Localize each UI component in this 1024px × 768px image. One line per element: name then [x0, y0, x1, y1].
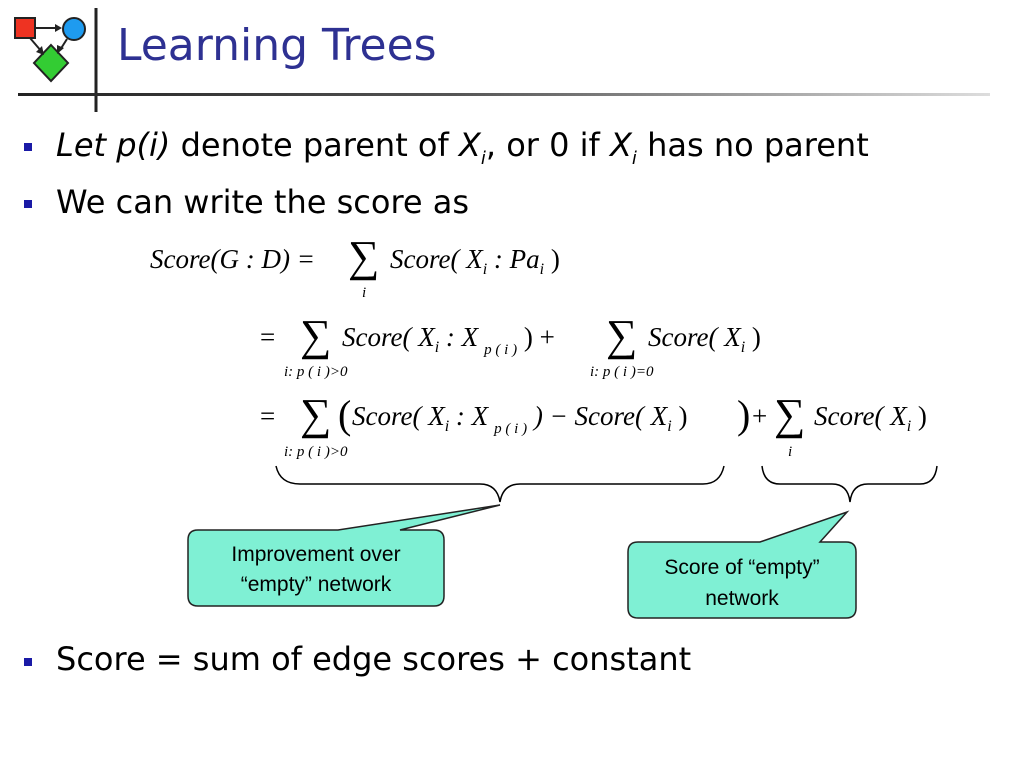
sum-condition: i: p ( i )>0 [284, 444, 348, 460]
sum-condition: i: p ( i )>0 [284, 364, 348, 380]
sum-symbol: ∑ [774, 390, 805, 439]
sum-index: i [362, 285, 366, 301]
slide-title: Learning Trees [117, 20, 437, 71]
sum-symbol: ∑ [606, 311, 637, 360]
bullet-marker [24, 143, 32, 151]
eq-line1-rhs: Score( Xi : Pai ) [390, 244, 560, 278]
eq-line2-term2: Score( Xi ) [648, 322, 761, 356]
eq-line1-lhs: Score(G : D) = [150, 244, 315, 274]
callout-text: “empty” network [241, 573, 392, 596]
bullet-parent-definition: Let p(i) denote parent of Xi, or 0 if Xi… [56, 126, 869, 168]
bullet-text: denote parent of [170, 126, 459, 164]
callout-empty-network: Score of “empty” network [627, 510, 857, 619]
eq-equals: = [260, 322, 275, 352]
bullet-text: has no parent [636, 126, 869, 164]
callout-text: network [705, 587, 779, 610]
bullet-score-summary: Score = sum of edge scores + constant [56, 640, 692, 678]
sum-index: i [788, 444, 792, 460]
underbrace-left [275, 465, 725, 503]
bullet-score-intro: We can write the score as [56, 183, 470, 221]
bullet-text: X [458, 126, 481, 164]
sum-symbol: ∑ [300, 311, 331, 360]
bullet-text: Let p(i) [56, 126, 171, 164]
subscript: i [480, 148, 486, 169]
eq-line3-term2: Score( Xi ) [814, 401, 927, 435]
sum-symbol: ∑ [348, 232, 379, 281]
callout-improvement: Improvement over “empty” network [187, 504, 501, 607]
logo-blue-circle-icon [62, 17, 86, 41]
big-paren-open: ( [338, 392, 351, 437]
callout-text: Improvement over [231, 543, 400, 566]
big-paren-close: ) [737, 392, 750, 437]
sum-condition: i: p ( i )=0 [590, 364, 654, 380]
bullet-text: X [609, 126, 632, 164]
underbrace-right [761, 465, 938, 503]
subscript: i [631, 148, 637, 169]
bullet-marker [24, 658, 32, 666]
eq-equals: = [260, 401, 275, 431]
slide-logo [14, 8, 98, 112]
sum-symbol: ∑ [300, 390, 331, 439]
callout-text: Score of “empty” [664, 556, 819, 579]
bullet-text: , or 0 if [485, 126, 610, 164]
eq-plus: + [752, 401, 767, 431]
bullet-marker [24, 200, 32, 208]
